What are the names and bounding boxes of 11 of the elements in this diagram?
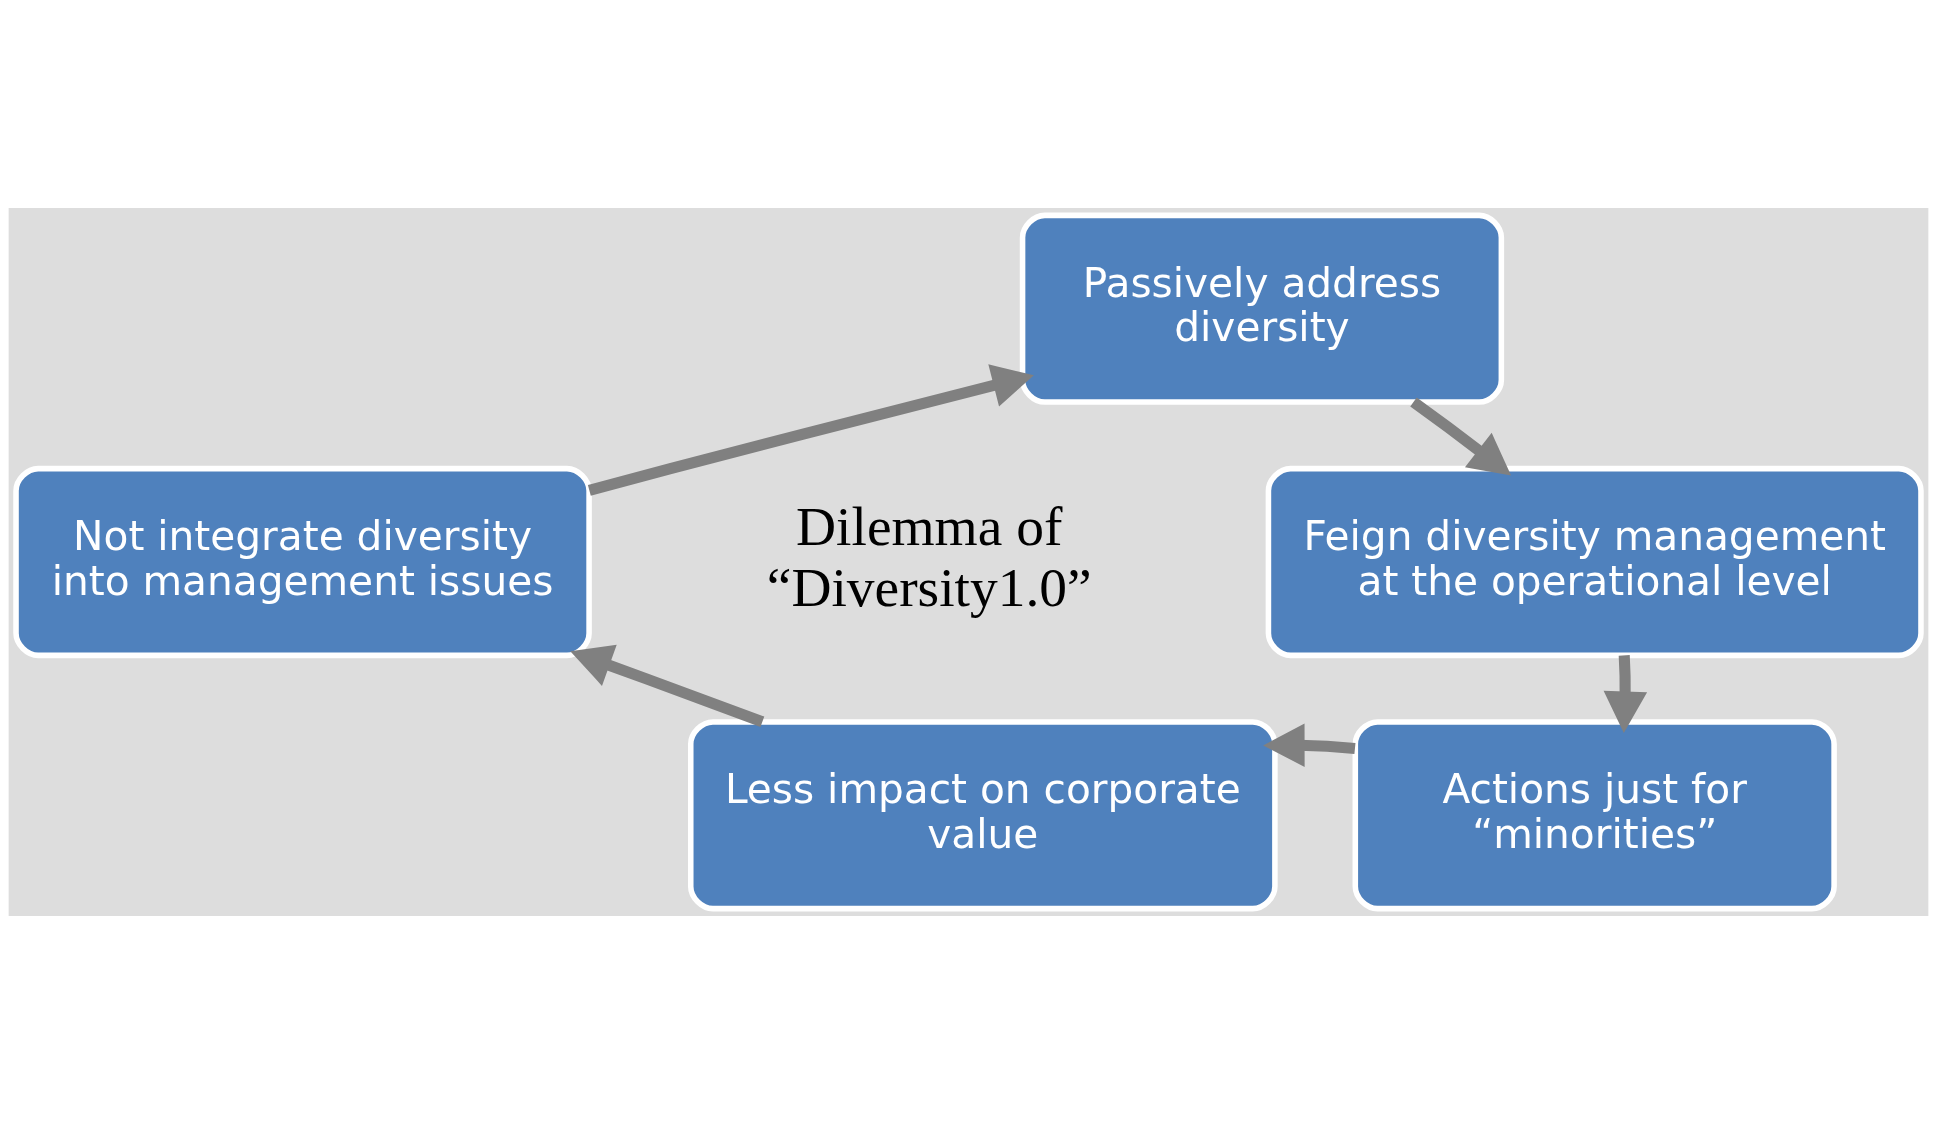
- arrow: [587, 364, 1034, 496]
- node-box: Passively address diversity: [1019, 212, 1505, 405]
- label: Dilemma of “Diversity1.0”: [766, 496, 1092, 619]
- arrow: [570, 644, 765, 727]
- node-box: Actions just for “minorities”: [1352, 719, 1837, 912]
- arrow: [1263, 723, 1356, 768]
- arrow: [1603, 655, 1648, 733]
- node-box: Not integrate diversity into management issues: [13, 465, 592, 659]
- arrow: [1410, 397, 1512, 476]
- node-box: Feign diversity management at the operational level: [1265, 465, 1924, 659]
- node-box: Less impact on corporate value: [687, 719, 1278, 912]
